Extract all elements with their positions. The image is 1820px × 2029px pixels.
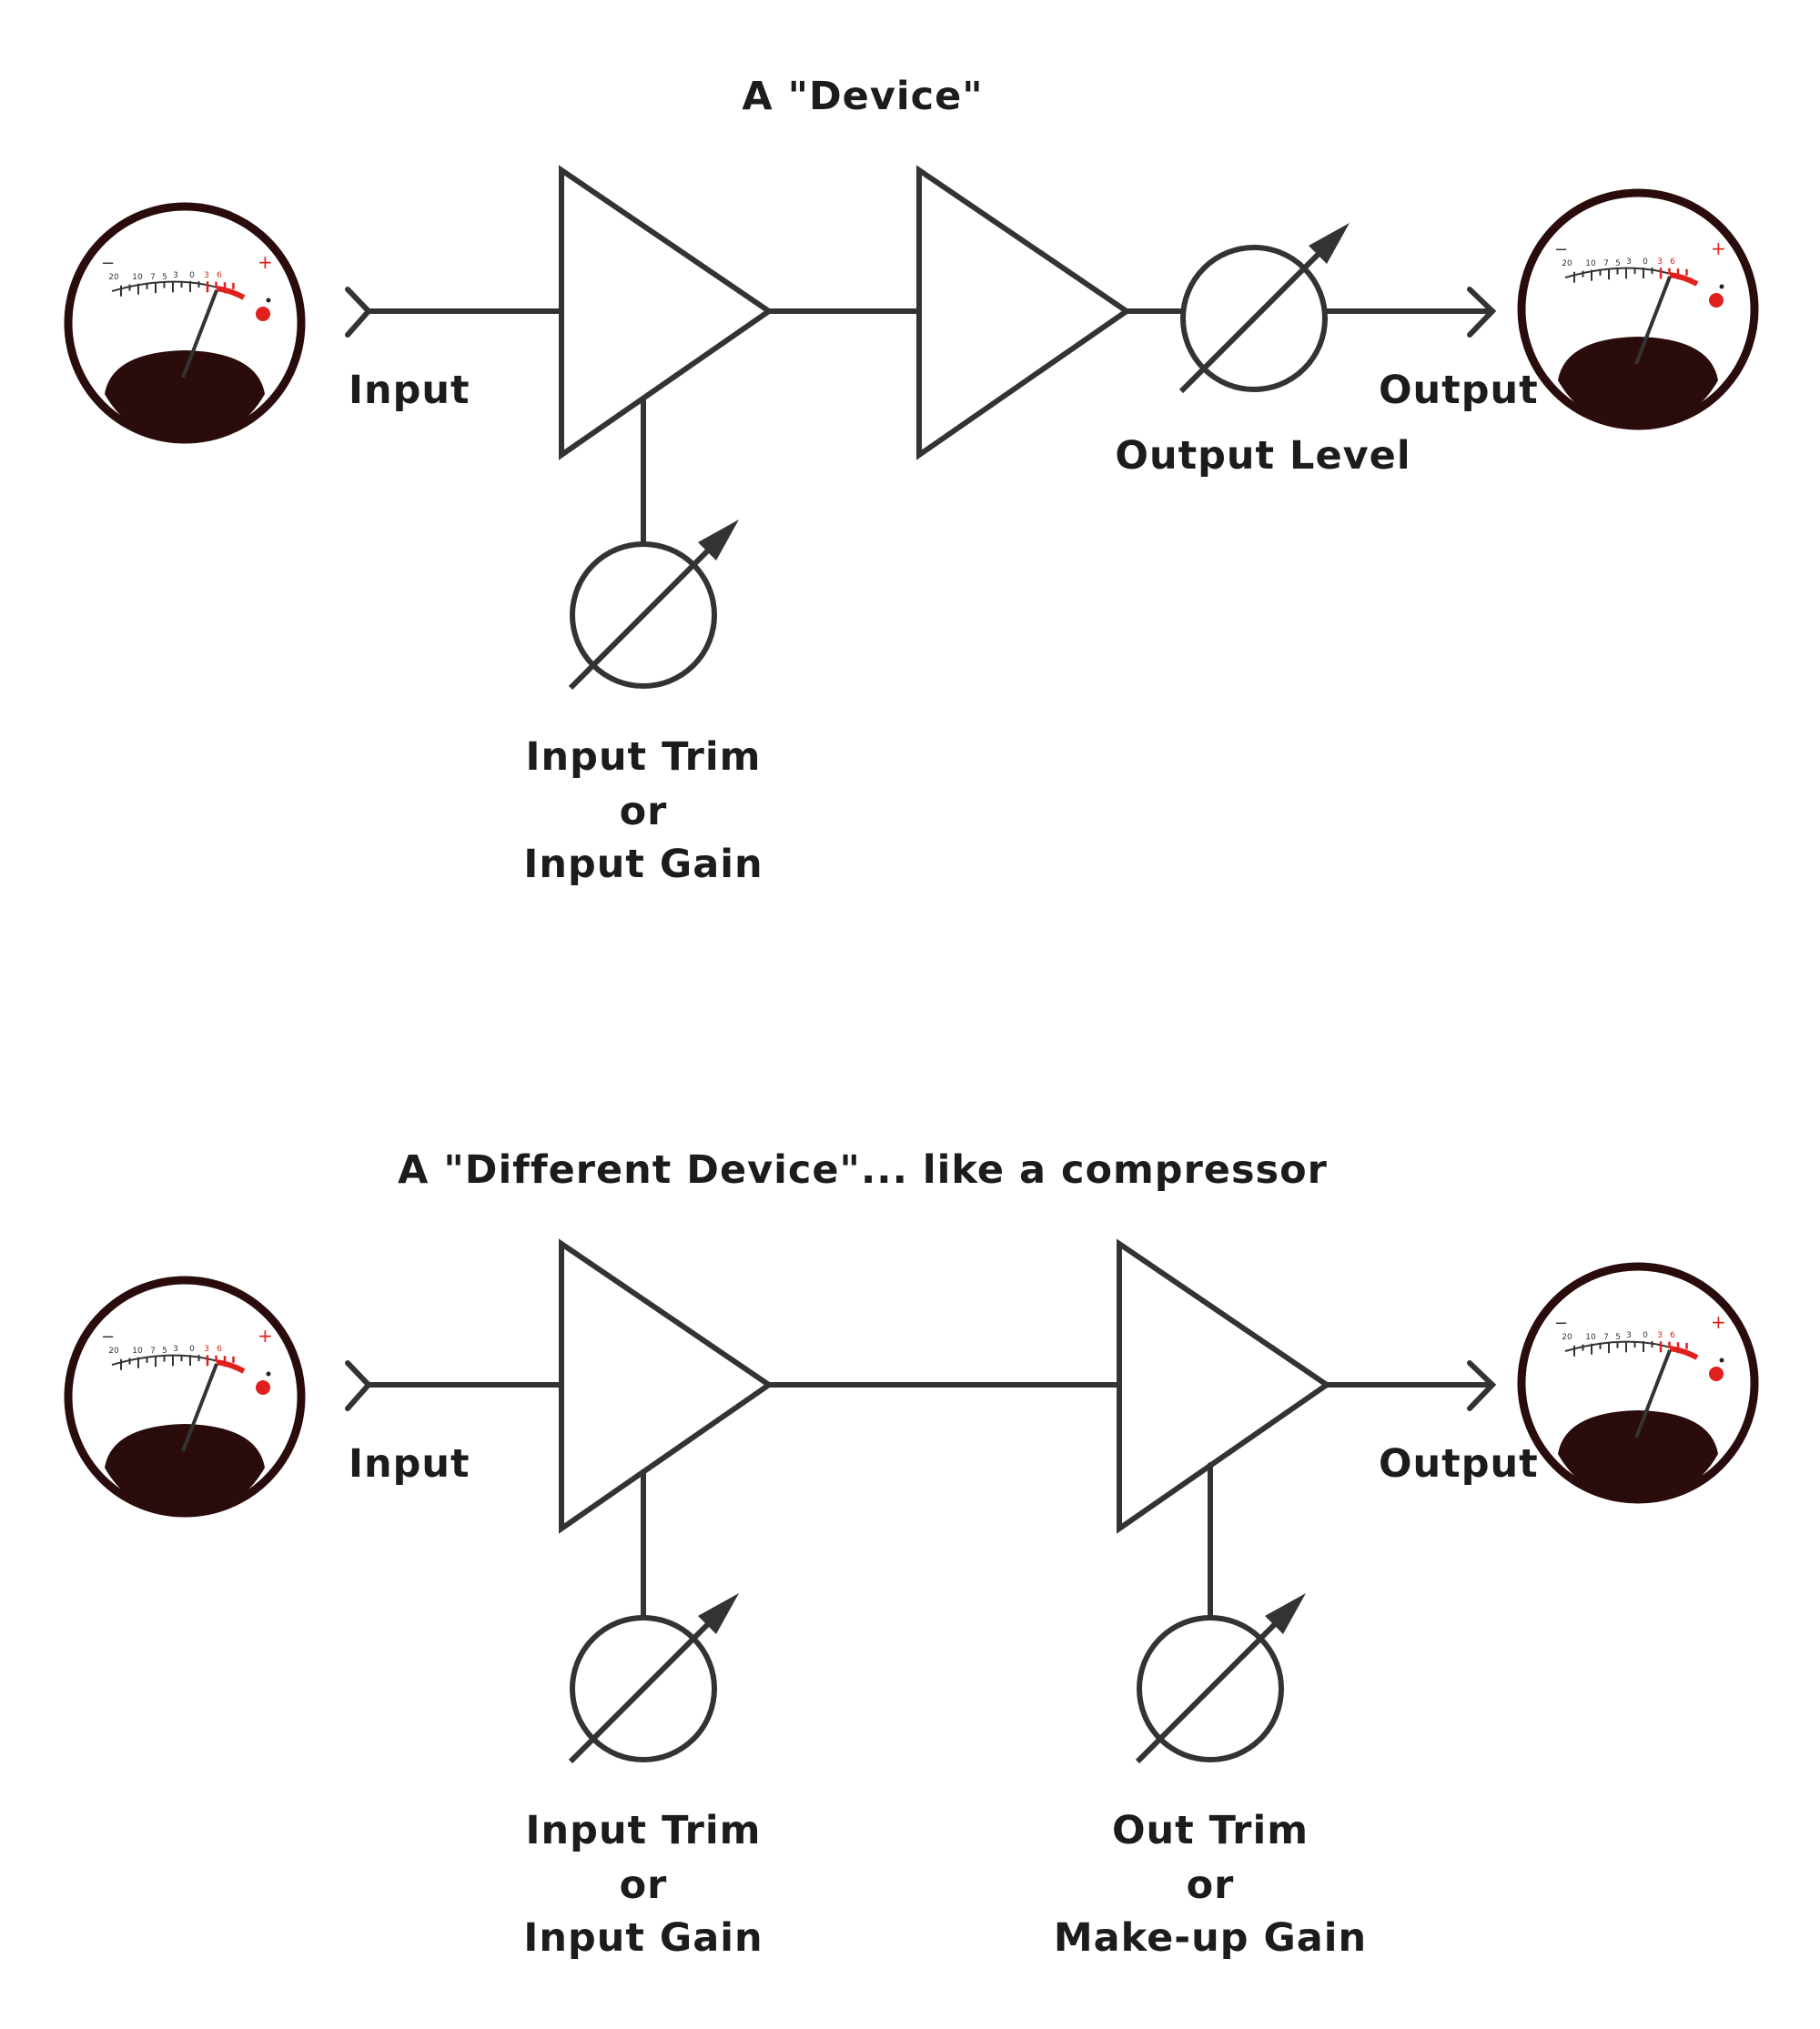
input-gain-label-2: Input Gain xyxy=(523,1915,763,1961)
input-trim-label-2: Input Trim xyxy=(526,1808,762,1853)
meter-scale-label: 20 xyxy=(108,273,119,282)
meter-scale-label: 3 xyxy=(1657,1331,1663,1340)
meter-scale-label: 10 xyxy=(132,1347,143,1356)
output-meter-1-icon xyxy=(1522,193,1754,426)
meter-scale-label: 3 xyxy=(204,1345,209,1354)
output-level-label: Output Level xyxy=(1115,433,1410,479)
input-connector-1 xyxy=(345,287,373,338)
meter-scale-label: 0 xyxy=(189,1345,195,1354)
meter-plus-label: + xyxy=(258,1325,273,1347)
meter-scale-label: 3 xyxy=(1657,257,1663,267)
makeup-gain-pot-icon xyxy=(1138,1593,1306,1761)
meter-plus-label: + xyxy=(1711,1311,1726,1333)
output-arrow-1-icon xyxy=(1467,287,1497,338)
meter-scale-label: 10 xyxy=(132,273,143,282)
meter-scale-label: 3 xyxy=(204,271,209,280)
meter-scale-label: 10 xyxy=(1585,259,1596,268)
meter-scale-label: 6 xyxy=(217,271,222,280)
meter-scale-label: 5 xyxy=(1615,1333,1621,1342)
meter-scale-label: 6 xyxy=(217,1345,222,1354)
input-trim-pot-2-icon xyxy=(571,1593,739,1761)
or-label-2: or xyxy=(620,1862,668,1908)
meter-scale-label: 6 xyxy=(1670,1331,1675,1340)
meter-scale-label: 20 xyxy=(1562,1333,1572,1342)
meter-scale-label: 7 xyxy=(1603,1333,1609,1342)
makeup-gain-label: Make-up Gain xyxy=(1054,1915,1367,1961)
output-label-1: Output xyxy=(1379,368,1539,413)
input-amplifier-1-icon xyxy=(559,165,774,460)
or-label-3: or xyxy=(1187,1862,1235,1908)
meter-scale-label: 5 xyxy=(162,273,167,282)
meter-scale-label: 5 xyxy=(1615,259,1621,268)
input-label-2: Input xyxy=(349,1441,470,1487)
output-meter-2-icon xyxy=(1522,1267,1754,1499)
meter-minus-label: − xyxy=(1554,240,1568,259)
output-amplifier-1-icon xyxy=(916,165,1132,460)
or-label-1: or xyxy=(620,789,668,834)
meter-scale-label: 7 xyxy=(150,273,156,282)
output-label-2: Output xyxy=(1379,1441,1539,1487)
meter-plus-label: + xyxy=(1711,237,1726,259)
meter-scale-label: 3 xyxy=(1626,257,1632,267)
meter-scale-label: 3 xyxy=(1626,1331,1632,1340)
meter-scale-label: 3 xyxy=(173,271,178,280)
input-connector-2 xyxy=(345,1360,373,1411)
input-label-1: Input xyxy=(349,368,470,413)
input-trim-pot-1-icon xyxy=(571,520,739,688)
meter-scale-label: 0 xyxy=(189,271,195,280)
input-meter-2-icon xyxy=(68,1280,301,1513)
input-gain-label-1: Input Gain xyxy=(523,842,763,887)
out-trim-label: Out Trim xyxy=(1112,1808,1309,1853)
meter-scale-label: 6 xyxy=(1670,257,1675,267)
compressor-amplifier-icon xyxy=(1117,1238,1332,1534)
meter-scale-label: 5 xyxy=(162,1347,167,1356)
diagram-2-title: A "Different Device"... like a compresso… xyxy=(398,1147,1328,1193)
meter-scale-label: 7 xyxy=(1603,259,1609,268)
meter-scale-label: 10 xyxy=(1585,1333,1596,1342)
meter-minus-label: − xyxy=(1554,1314,1568,1333)
input-amplifier-2-icon xyxy=(559,1238,774,1534)
input-trim-label-1: Input Trim xyxy=(526,734,762,780)
output-level-pot-icon xyxy=(1181,223,1350,391)
meter-minus-label: − xyxy=(101,1327,115,1347)
meter-scale-label: 20 xyxy=(1562,259,1572,268)
input-meter-1-icon xyxy=(68,207,301,439)
meter-scale-label: 3 xyxy=(173,1345,178,1354)
meter-plus-label: + xyxy=(258,251,273,273)
meter-scale-label: 7 xyxy=(150,1347,156,1356)
meter-scale-label: 0 xyxy=(1643,257,1648,267)
meter-minus-label: − xyxy=(101,254,115,273)
output-arrow-2-icon xyxy=(1467,1360,1497,1411)
meter-scale-label: 0 xyxy=(1643,1331,1648,1340)
meter-scale-label: 20 xyxy=(108,1347,119,1356)
diagram-1-title: A "Device" xyxy=(742,74,983,119)
